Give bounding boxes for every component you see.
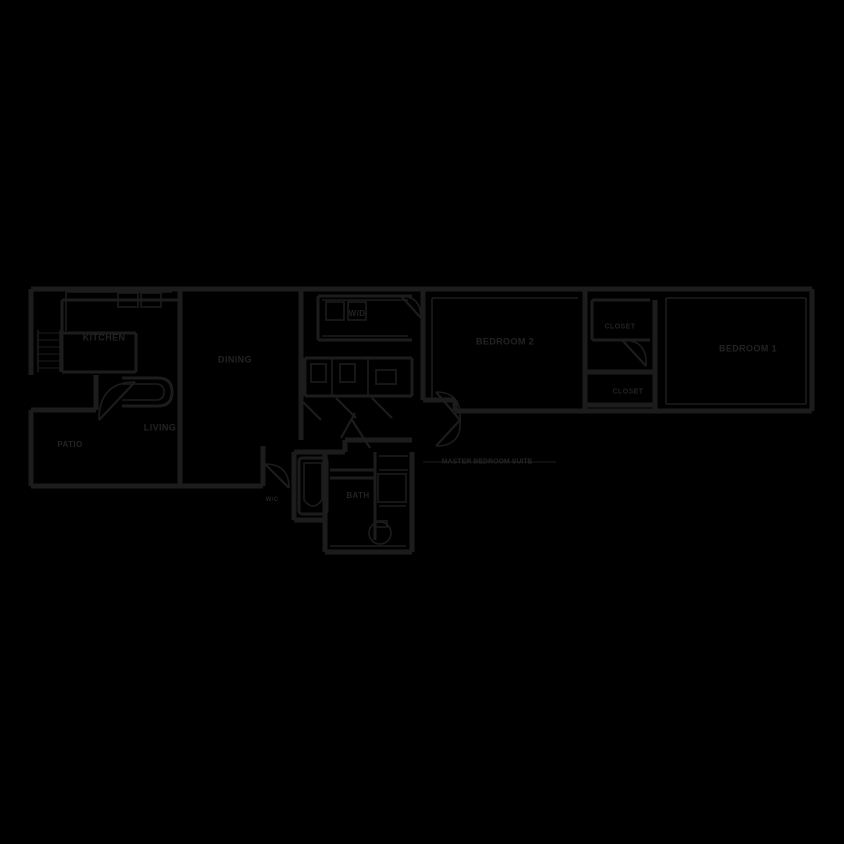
room-label-dining: DINING: [218, 354, 252, 365]
fixture-toilet: [368, 520, 392, 545]
room-label-balcony: PATIO: [57, 439, 83, 449]
interior-walls: [37, 289, 807, 555]
room-label-wic: W/C: [265, 496, 279, 503]
room-label-kitchen: KITCHEN: [82, 332, 126, 343]
room-label-bath-master: BATH: [346, 490, 370, 500]
fixture-kitchen-sink: [117, 292, 162, 308]
fixture-bathtub: [297, 456, 329, 516]
room-label-living: LIVING: [143, 422, 177, 433]
room-label-bedroom-1: BEDROOM 1: [718, 343, 778, 354]
door-swings: [98, 295, 647, 489]
room-label-bedroom-2: BEDROOM 2: [475, 336, 535, 347]
room-label-laundry: W/D: [348, 308, 366, 318]
kitchen-island: [122, 376, 174, 408]
room-label-closet-bed2: CLOSET: [604, 323, 636, 331]
fixture-washer-dryer: [325, 301, 367, 321]
dimension-label-overall-depth: MASTER BEDROOM SUITE: [441, 458, 533, 466]
room-label-closet-hall: CLOSET: [612, 388, 644, 396]
